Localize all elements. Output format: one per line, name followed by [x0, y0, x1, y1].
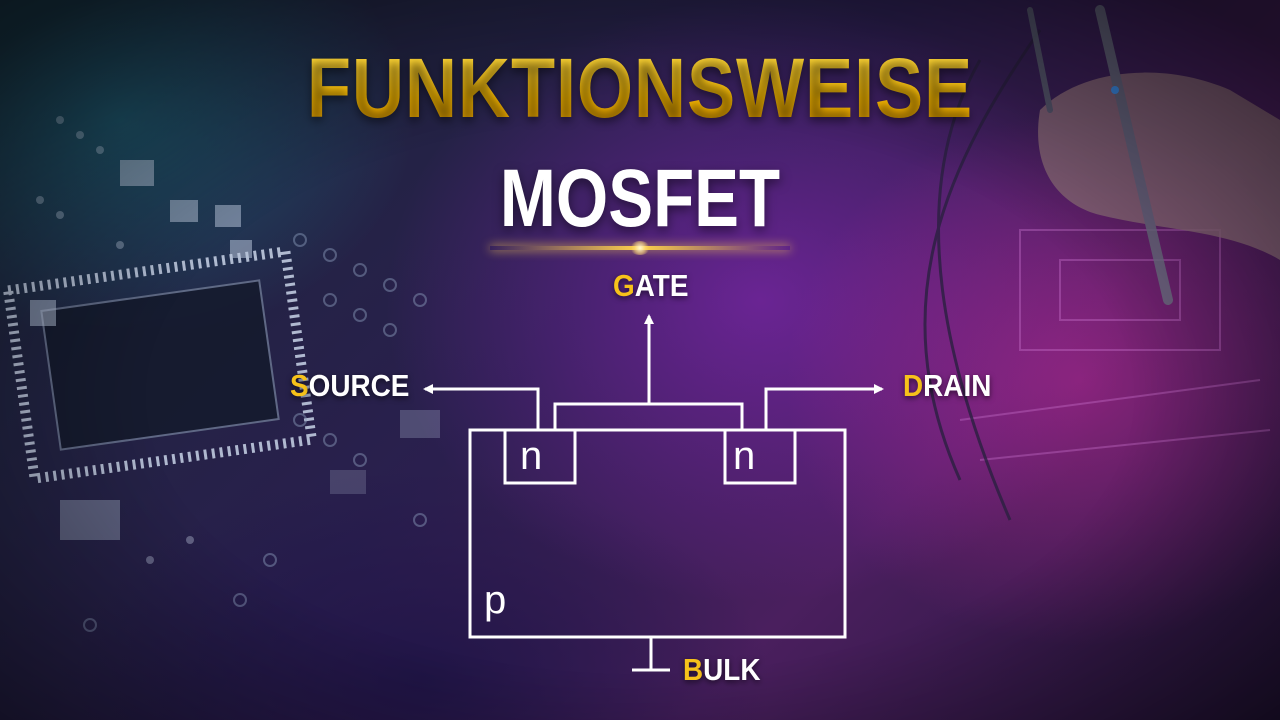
n-region-right-label: n — [733, 434, 756, 478]
n-well-left — [503, 428, 577, 485]
n-well-right — [723, 428, 797, 485]
p-substrate-label: p — [484, 578, 507, 622]
source-label: SOURCE — [290, 368, 410, 403]
source-lead — [423, 384, 540, 430]
gate-electrode — [553, 402, 744, 430]
main-title: FUNKTIONSWEISE — [90, 40, 1191, 137]
n-region-left-label: n — [520, 434, 543, 478]
bulk-label: BULK — [683, 652, 761, 687]
gate-label: GATE — [613, 268, 689, 303]
drain-lead — [764, 384, 884, 430]
subtitle: MOSFET — [499, 153, 781, 244]
substrate-body — [468, 428, 847, 639]
title-underline-spark — [630, 241, 650, 255]
drain-label: DRAIN — [903, 368, 992, 403]
